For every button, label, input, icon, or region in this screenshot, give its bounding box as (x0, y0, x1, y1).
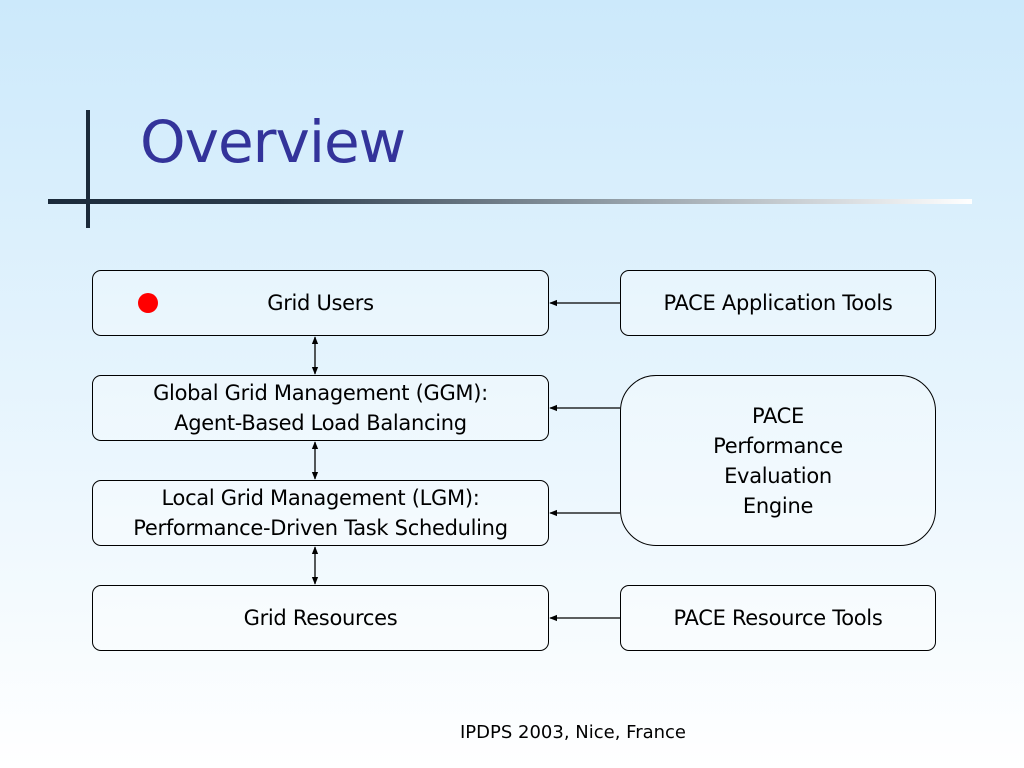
pace-evaluation-engine-box: PACE Performance Evaluation Engine (620, 375, 936, 546)
pace-engine-label-line-4: Engine (742, 493, 814, 518)
ggm-label-line-1: Global Grid Management (GGM): (153, 381, 488, 405)
slide-title: Overview (140, 108, 406, 176)
title-vertical-rule (86, 110, 90, 228)
red-bullet-dot (138, 293, 158, 313)
lgm-label-line-1: Local Grid Management (LGM): (161, 486, 480, 510)
ggm-box: Global Grid Management (GGM): Agent-Base… (92, 375, 549, 441)
pace-resource-tools-box: PACE Resource Tools (620, 585, 936, 651)
grid-resources-label: Grid Resources (243, 606, 398, 630)
lgm-box: Local Grid Management (LGM): Performance… (92, 480, 549, 546)
grid-users-box: Grid Users (92, 270, 549, 336)
grid-users-label: Grid Users (267, 291, 374, 315)
pace-engine-label-line-1: PACE (751, 403, 805, 428)
title-horizontal-rule (48, 199, 972, 204)
pace-engine-label-line-3: Evaluation (724, 463, 832, 488)
ggm-label-line-2: Agent-Based Load Balancing (174, 411, 467, 435)
grid-resources-box: Grid Resources (92, 585, 549, 651)
slide-footer: IPDPS 2003, Nice, France (460, 722, 687, 743)
pace-resource-tools-label: PACE Resource Tools (673, 606, 883, 630)
pace-application-tools-label: PACE Application Tools (663, 291, 893, 315)
pace-engine-label-line-2: Performance (713, 433, 843, 458)
pace-application-tools-box: PACE Application Tools (620, 270, 936, 336)
lgm-label-line-2: Performance-Driven Task Scheduling (133, 516, 508, 540)
